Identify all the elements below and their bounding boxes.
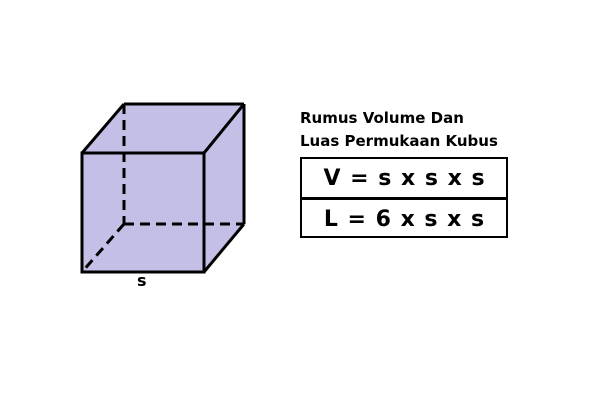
formula-box: V = s x s x s L = 6 x s x s — [300, 157, 508, 238]
side-label-s: s — [137, 271, 147, 290]
top-left-edge — [80, 103, 126, 154]
visible-edges — [80, 102, 246, 274]
title-line-1: Rumus Volume Dan — [300, 109, 464, 127]
bottom-right-edge — [202, 223, 246, 273]
volume-formula: V = s x s x s — [302, 159, 506, 200]
top-right-edge — [202, 103, 246, 154]
title-line-2: Luas Permukaan Kubus — [300, 132, 498, 150]
hidden-edges — [80, 104, 244, 273]
surface-area-formula: L = 6 x s x s — [323, 206, 485, 232]
front-face — [80, 151, 206, 274]
cube-fill — [82, 104, 244, 272]
hidden-edge-diagonal — [80, 223, 126, 273]
